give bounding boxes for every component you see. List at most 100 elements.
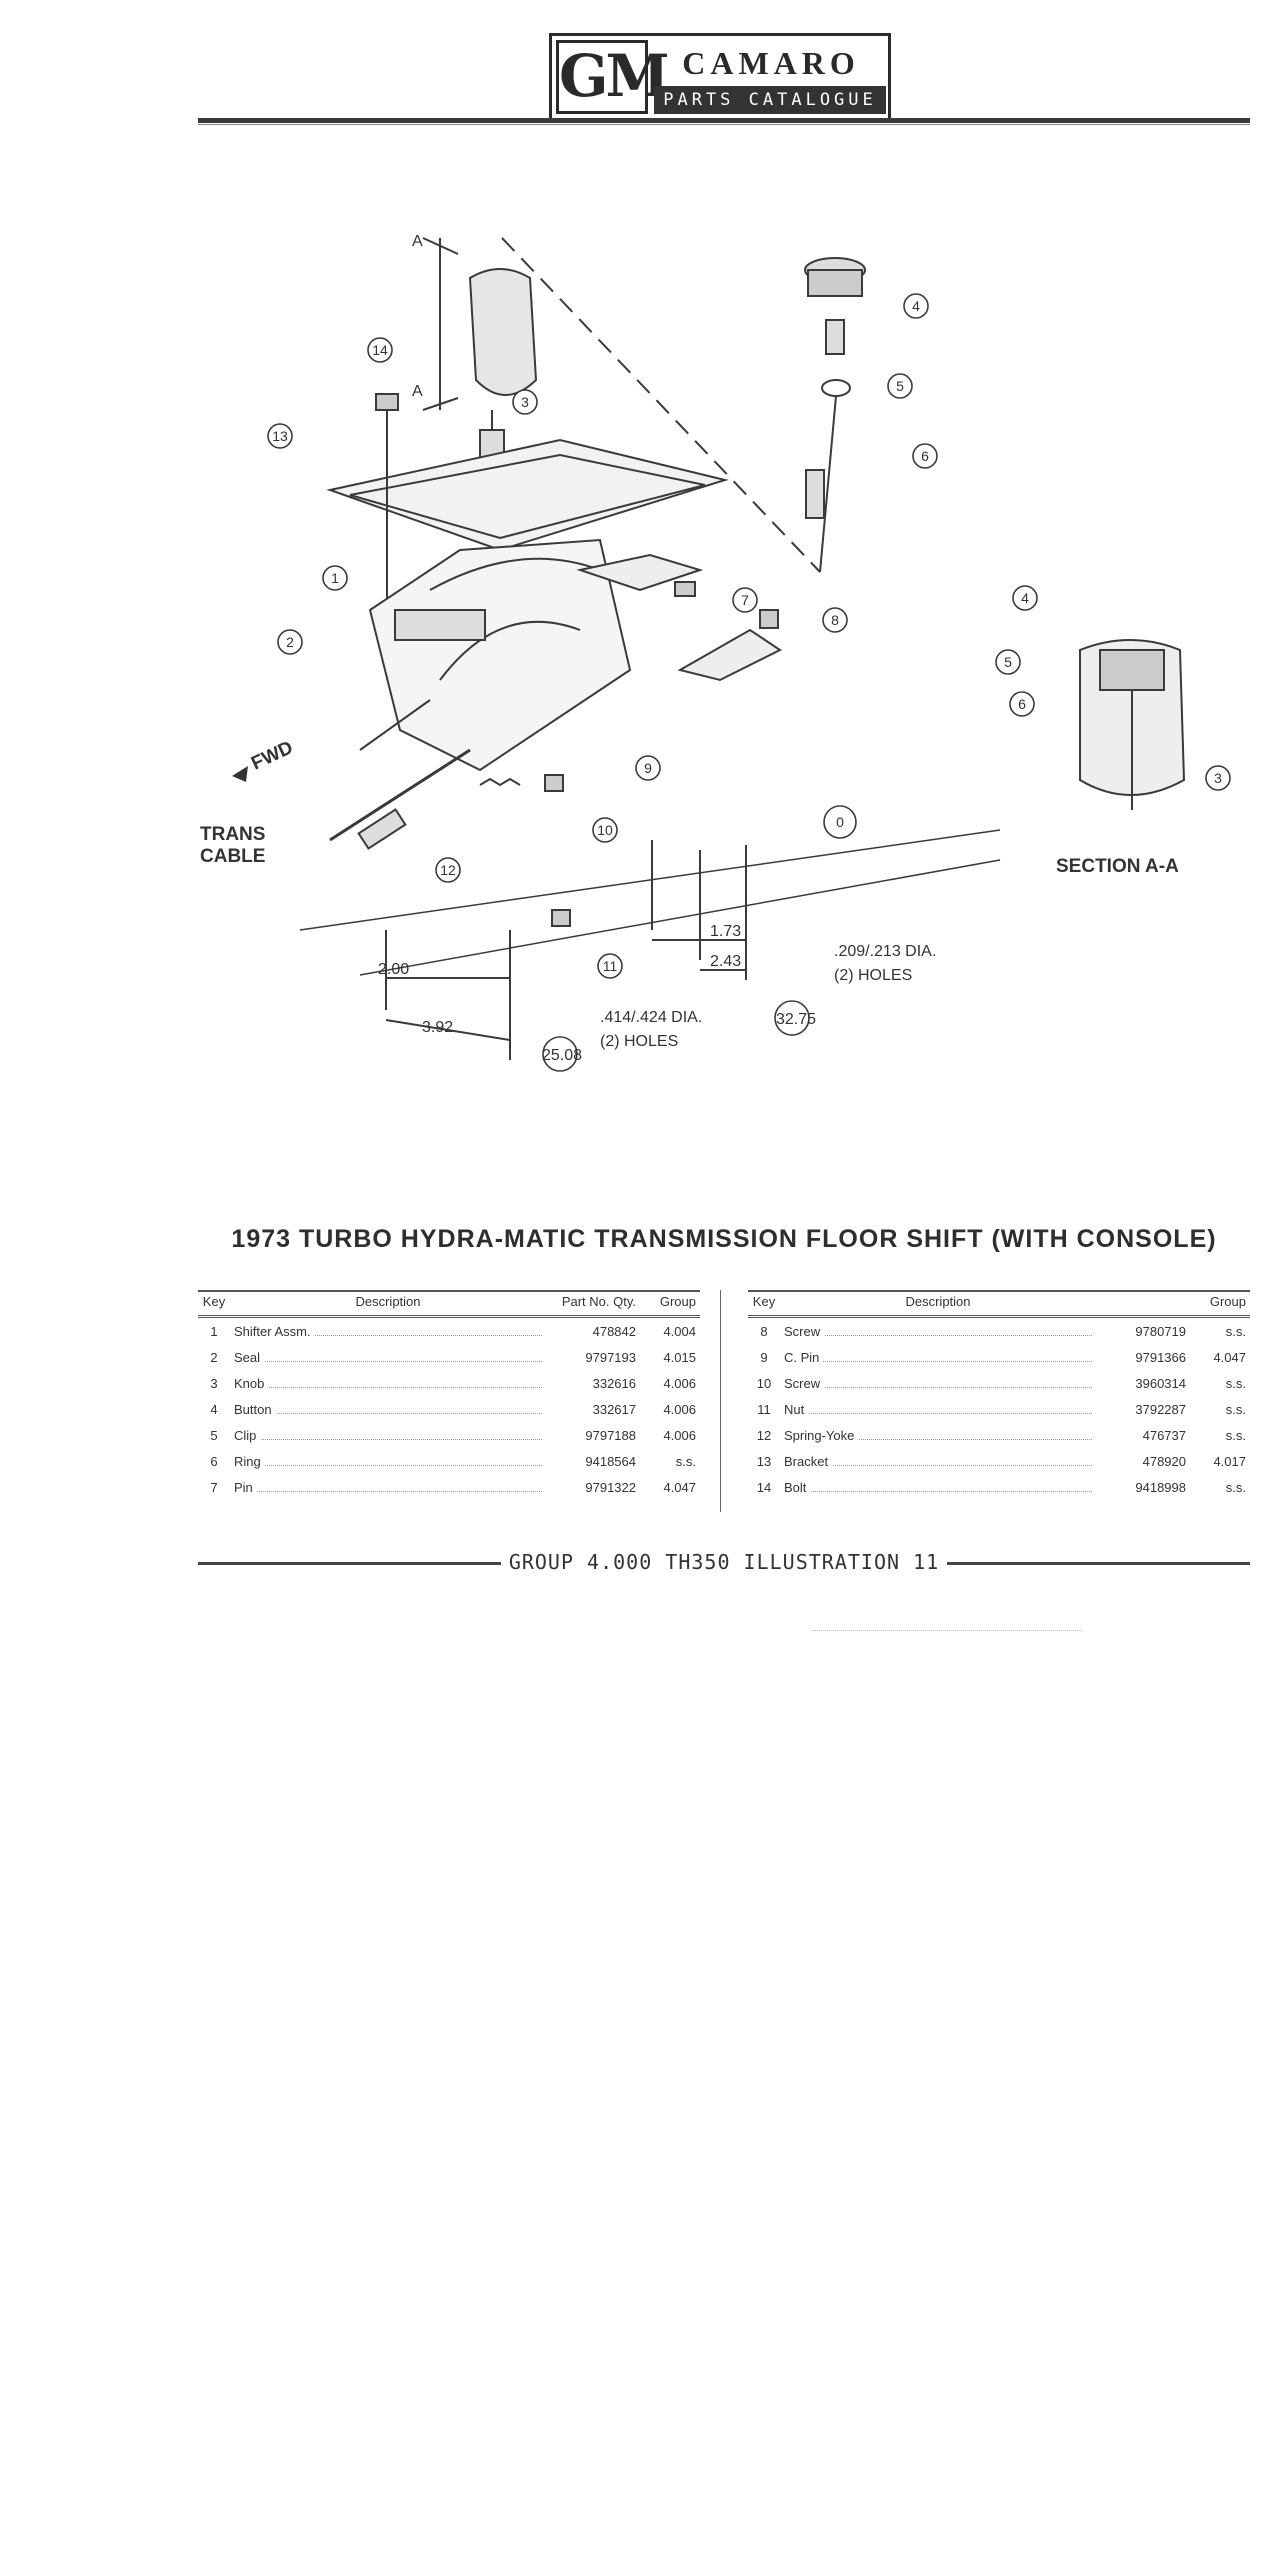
callout-14: 14: [372, 342, 388, 358]
part-description: Button: [230, 1396, 546, 1422]
part-description: Screw: [780, 1370, 1096, 1396]
screw-10: [544, 774, 564, 792]
section-callout-circle-5: [995, 649, 1021, 675]
callout-circle-7: [732, 587, 758, 613]
faint-dotted-mark: [812, 1630, 1082, 1632]
part-group: s.s.: [1225, 1375, 1246, 1391]
trans-cable: [329, 748, 471, 842]
part-number: 478920: [1142, 1453, 1186, 1469]
page-footer: GROUP 4.000 TH350 ILLUSTRATION 11: [198, 1550, 1250, 1576]
shifter-arc-2: [439, 620, 581, 681]
part-group: 4.006: [663, 1427, 696, 1443]
fwd-arrow-icon: [232, 766, 248, 782]
dim-3-92-text: 3.92: [422, 1019, 453, 1036]
part-key: 10: [756, 1375, 772, 1391]
gm-logo: GM: [556, 40, 670, 114]
shifter-lever: [359, 699, 431, 751]
part-group: 4.017: [1213, 1453, 1246, 1469]
bracket-plate: [326, 438, 729, 552]
section-arrow-bottom: [422, 397, 459, 411]
part-key: 7: [210, 1479, 218, 1495]
dim-1-73-text: 1.73: [710, 923, 741, 940]
part-description: Shifter Assm.: [230, 1317, 546, 1345]
nut-11: [551, 909, 571, 927]
section-callout-circle-3: [1205, 765, 1231, 791]
callout-circle-1: [322, 565, 348, 591]
section-mark-bottom: A: [412, 383, 423, 400]
cable-end: [357, 808, 407, 850]
dim-3-92: [385, 1019, 511, 1041]
shifter-body: [368, 538, 632, 772]
part-key: 8: [760, 1323, 768, 1339]
part-key: 14: [756, 1479, 772, 1495]
part-number: 3792287: [1135, 1401, 1186, 1417]
catalogue-logo: GM CAMARO PARTS CATALOGUE: [549, 33, 891, 121]
shifter-arc: [429, 557, 601, 591]
col-description: Description: [780, 1290, 1096, 1318]
rod-end: [805, 469, 825, 519]
dim-circle-2508: [542, 1036, 578, 1072]
part-description: Screw: [780, 1317, 1096, 1345]
table-header-row: Key Description Group: [748, 1290, 1250, 1318]
part-number: 476737: [1142, 1427, 1186, 1443]
dashed-leader-1: [501, 237, 821, 573]
callout-11: 11: [603, 958, 618, 974]
col-part-no: Part No. Qty.: [546, 1290, 640, 1318]
callout-circle-4: [903, 293, 929, 319]
bolt-head: [375, 393, 399, 411]
part-description: Bracket: [780, 1448, 1096, 1474]
part-key: 5: [210, 1427, 218, 1443]
callout-circle-6: [912, 443, 938, 469]
callout-circle-13: [267, 423, 293, 449]
catalogue-subtitle: PARTS CATALOGUE: [654, 86, 886, 114]
col-description: Description: [230, 1290, 546, 1318]
part-number: 9418998: [1135, 1479, 1186, 1495]
part-description: Knob: [230, 1370, 546, 1396]
part-description: Clip: [230, 1422, 546, 1448]
part-description: Nut: [780, 1396, 1096, 1422]
callout-circle-11: [597, 953, 623, 979]
callout-13: 13: [272, 428, 288, 444]
part-group: 4.047: [663, 1479, 696, 1495]
part-group: s.s.: [1225, 1323, 1246, 1339]
floor-line-2: [359, 859, 1001, 976]
part-key: 13: [756, 1453, 772, 1469]
knob-shape: [468, 268, 538, 396]
header-rule: [198, 118, 1250, 123]
part-number: 478842: [592, 1323, 636, 1339]
callout-0: 0: [836, 814, 844, 830]
callout-circle-10: [592, 817, 618, 843]
part-group: 4.006: [663, 1375, 696, 1391]
part-group: 4.004: [663, 1323, 696, 1339]
dim-holes-1: (2) HOLES: [834, 967, 912, 984]
trans-cable-label-1: TRANS: [200, 824, 265, 845]
callout-circle-5: [887, 373, 913, 399]
part-number: 9791322: [585, 1479, 636, 1495]
push-rod: [819, 395, 837, 573]
part-description: Bolt: [780, 1474, 1096, 1500]
table-row: 13 Bracket 478920 4.017: [748, 1448, 1250, 1474]
dim-2-43-text: 2.43: [710, 953, 741, 970]
part-number: 332617: [592, 1401, 636, 1417]
callout-circle-14: [367, 337, 393, 363]
part-group: s.s.: [1225, 1427, 1246, 1443]
clip-body: [825, 319, 845, 355]
section-arrow-top: [422, 237, 459, 255]
part-key: 6: [210, 1453, 218, 1469]
header-rule-thin: [198, 124, 1250, 125]
callout-circle-0: [823, 805, 857, 839]
brand-name: CAMARO: [682, 45, 860, 81]
spring-yoke: [479, 777, 521, 787]
shift-link: [576, 553, 704, 592]
col-part-no: [1096, 1290, 1190, 1318]
dim-2508-text: 25.08: [542, 1047, 582, 1064]
col-group: Group: [1190, 1290, 1250, 1318]
